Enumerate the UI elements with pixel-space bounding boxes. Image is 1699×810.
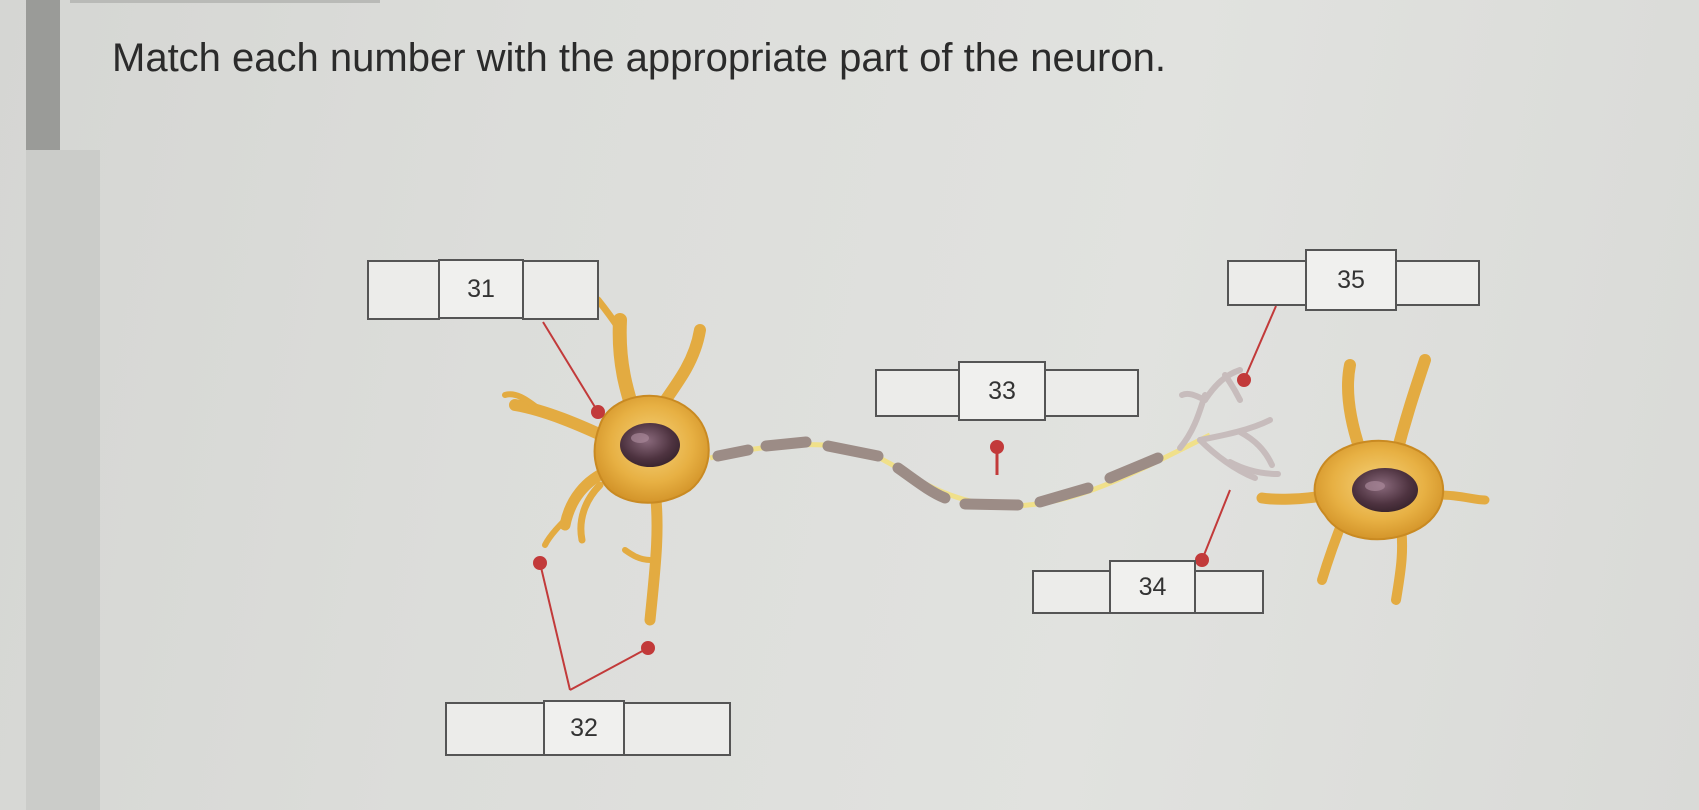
label-33: 33 <box>875 361 1139 421</box>
leader-34 <box>1195 489 1231 567</box>
answer-box-34-right[interactable] <box>1194 570 1264 614</box>
window-left-edge <box>26 0 60 150</box>
question-prompt: Match each number with the appropriate p… <box>112 36 1166 80</box>
answer-box-33-left[interactable] <box>875 369 960 417</box>
leader-lines <box>533 305 1277 691</box>
answer-box-32-left[interactable] <box>445 702 545 756</box>
answer-box-35-left[interactable] <box>1227 260 1307 306</box>
label-31: 31 <box>367 259 599 320</box>
leader-32 <box>533 556 655 691</box>
number-box-33: 33 <box>958 361 1046 421</box>
number-box-31: 31 <box>438 259 524 319</box>
answer-box-34-left[interactable] <box>1032 570 1111 614</box>
presynaptic-neuron <box>502 296 710 626</box>
label-32: 32 <box>445 700 731 756</box>
right-nucleus <box>1352 468 1418 512</box>
axon <box>709 432 1212 511</box>
answer-box-31-left[interactable] <box>367 260 440 320</box>
answer-box-35-right[interactable] <box>1395 260 1480 306</box>
number-box-34: 34 <box>1109 560 1196 614</box>
axon-terminals <box>1177 367 1281 481</box>
left-nucleus <box>620 423 680 467</box>
window-top-edge <box>70 0 380 3</box>
answer-box-31-right[interactable] <box>522 260 599 320</box>
leader-35 <box>1237 305 1277 387</box>
postsynaptic-neuron <box>1256 354 1490 605</box>
myelin-sheath <box>712 436 1164 511</box>
number-box-35: 35 <box>1305 249 1397 311</box>
leader-31 <box>542 321 605 419</box>
label-34: 34 <box>1032 560 1264 614</box>
answer-box-32-right[interactable] <box>623 702 731 756</box>
label-35: 35 <box>1227 249 1480 311</box>
leader-33 <box>990 440 1004 475</box>
answer-box-33-right[interactable] <box>1044 369 1139 417</box>
window-left-panel <box>26 150 100 810</box>
number-box-32: 32 <box>543 700 625 756</box>
